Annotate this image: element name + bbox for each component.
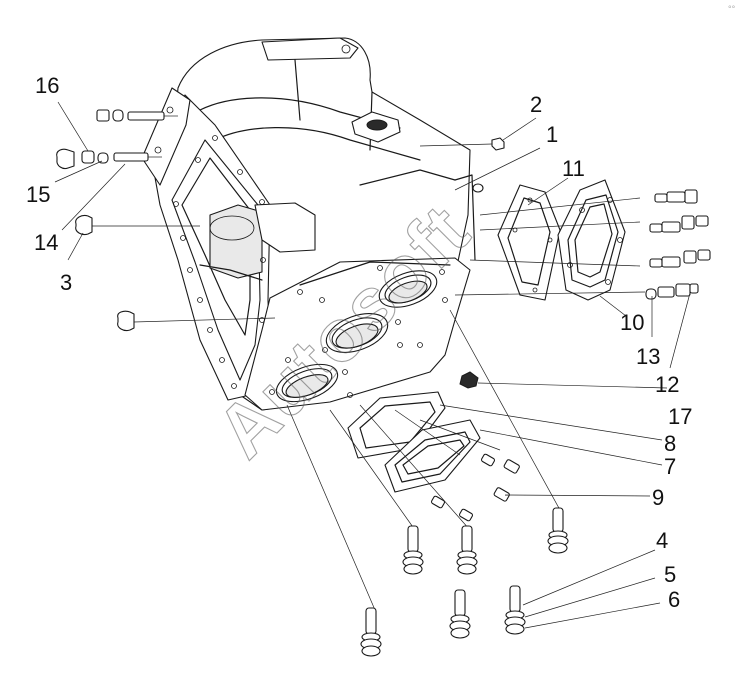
callout-12: 12 xyxy=(655,372,679,397)
plug-part-2 xyxy=(419,137,505,151)
bolt-r1 xyxy=(654,189,698,204)
callout-13: 13 xyxy=(636,344,660,369)
callout-numbers: 2 1 11 16 15 14 3 10 13 12 17 8 7 9 4 5 … xyxy=(26,73,692,612)
long-bolt-2 xyxy=(456,525,478,575)
side-cover-part-10 xyxy=(557,179,626,301)
gasket-part-8 xyxy=(347,391,446,459)
cover-leader-lines xyxy=(454,197,646,296)
bottom-small-bolts xyxy=(430,453,520,522)
bottom-leader-lines xyxy=(286,309,561,611)
flange-bolt-holes xyxy=(173,135,266,389)
cover-part-7 xyxy=(384,419,481,493)
bolt-r2 xyxy=(649,215,709,233)
callout-14: 14 xyxy=(34,230,58,255)
front-bores xyxy=(275,270,438,403)
front-face-holes xyxy=(269,265,448,398)
callout-2: 2 xyxy=(530,92,542,117)
long-bolt-6 xyxy=(504,585,526,635)
callout-9: 9 xyxy=(652,485,664,510)
plug-part-17 xyxy=(459,371,479,389)
callout-6: 6 xyxy=(668,587,680,612)
gasket-part-11 xyxy=(497,184,561,301)
cover-bolts xyxy=(645,189,711,300)
plug-lower-left xyxy=(117,310,276,332)
left-stud-assembly xyxy=(56,109,178,170)
long-bolt-3 xyxy=(547,507,569,554)
callout-7: 7 xyxy=(664,454,676,479)
bolt-r3 xyxy=(649,249,711,268)
callout-15: 15 xyxy=(26,182,50,207)
long-bolts xyxy=(360,507,569,657)
callout-leaders xyxy=(54,101,691,629)
callout-16: 16 xyxy=(35,73,59,98)
callout-5: 5 xyxy=(664,562,676,587)
callout-11: 11 xyxy=(562,156,585,181)
callout-8: 8 xyxy=(664,431,676,456)
long-bolt-5 xyxy=(449,589,471,639)
bolt-r4 xyxy=(645,283,699,300)
callout-3: 3 xyxy=(60,270,72,295)
corner-mark: °° xyxy=(728,4,736,14)
long-bolt-1 xyxy=(402,525,424,575)
callout-10: 10 xyxy=(620,310,644,335)
plug-part-3 xyxy=(75,214,200,236)
callout-17: 17 xyxy=(668,404,692,429)
gearbox-housing xyxy=(141,37,484,411)
callout-1: 1 xyxy=(546,122,558,147)
callout-4: 4 xyxy=(656,528,668,553)
long-bolt-4 xyxy=(360,607,382,657)
